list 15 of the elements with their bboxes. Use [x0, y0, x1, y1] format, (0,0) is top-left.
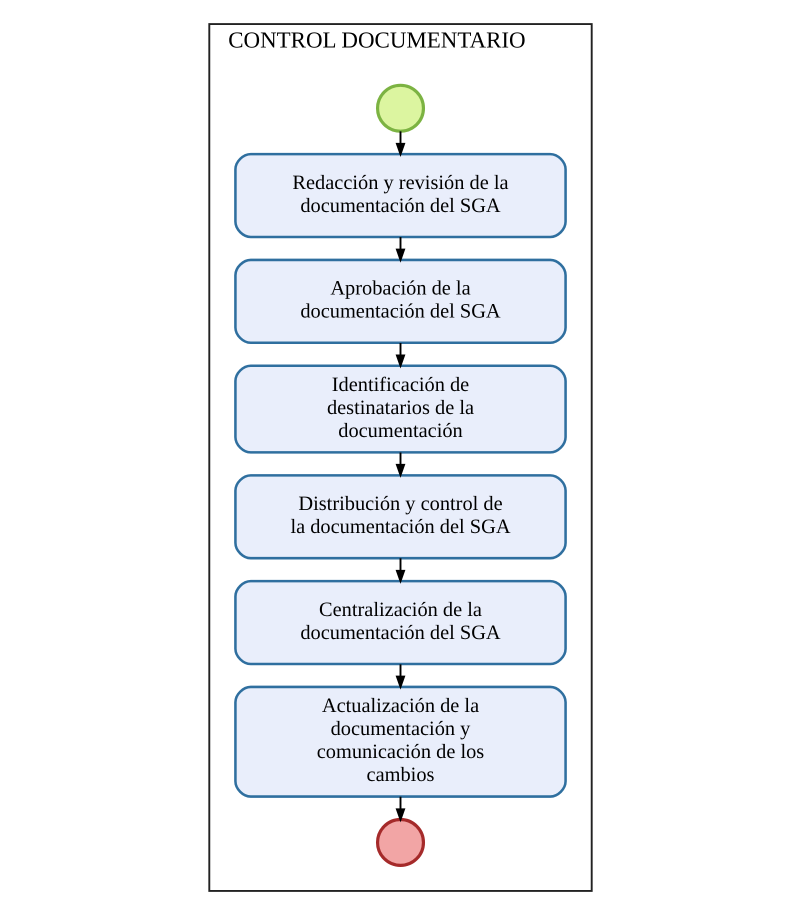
node-circle: [375, 818, 425, 867]
node-box: Identificación de destinatarios de la documentación: [234, 364, 566, 454]
node-box: Distribución y control de la documentación del SGA: [234, 474, 566, 560]
arrow: [395, 342, 405, 368]
node-box: Actualización de la documentación y comunicación de los cambios: [234, 686, 566, 798]
node-circle: [375, 84, 425, 133]
node-box: Redacción y revisión de la documentación del SGA: [234, 152, 566, 238]
node-box: Centralización de la documentación del SGA: [234, 580, 566, 666]
arrow: [395, 237, 405, 263]
arrow: [395, 131, 405, 157]
arrow: [395, 558, 405, 584]
arrow: [395, 664, 405, 690]
arrow: [395, 452, 405, 478]
arrow: [395, 796, 405, 822]
node-box: Aprobación de la documentación del SGA: [234, 258, 566, 344]
